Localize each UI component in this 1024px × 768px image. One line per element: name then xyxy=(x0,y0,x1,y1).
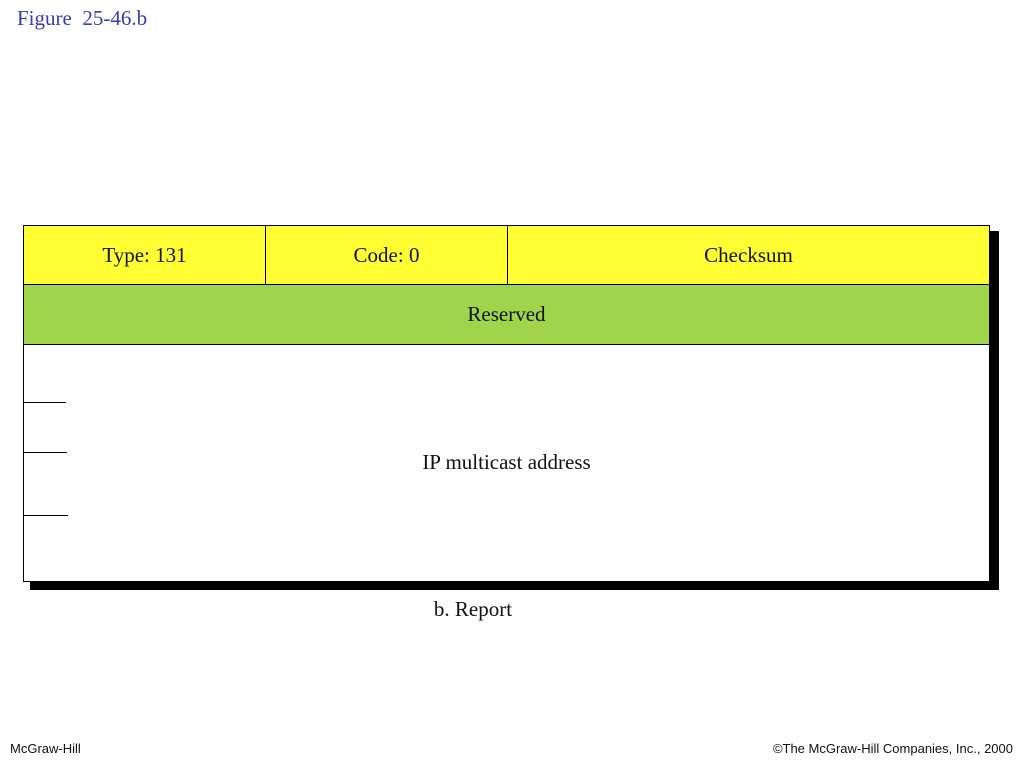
footer-copyright: ©The McGraw-Hill Companies, Inc., 2000 xyxy=(772,741,1013,756)
word-boundary-tick xyxy=(24,452,67,453)
footer-publisher: McGraw-Hill xyxy=(10,741,81,756)
code-field: Code: 0 xyxy=(266,226,508,284)
ip-multicast-address-field: IP multicast address xyxy=(24,345,989,580)
checksum-field: Checksum xyxy=(508,226,989,284)
figure-caption: b. Report xyxy=(433,597,513,621)
packet-format-diagram: Type: 131 Code: 0 Checksum Reserved IP m… xyxy=(23,225,990,582)
word-boundary-tick xyxy=(24,515,68,516)
word-boundary-tick xyxy=(24,402,66,403)
type-field: Type: 131 xyxy=(24,226,266,284)
checksum-field-label: Checksum xyxy=(704,242,793,267)
reserved-field-label: Reserved xyxy=(467,302,546,326)
header-row: Type: 131 Code: 0 Checksum xyxy=(24,226,989,285)
slide-title: Figure 25-46.b xyxy=(17,6,148,30)
reserved-field: Reserved xyxy=(24,285,989,345)
ip-multicast-address-label: IP multicast address xyxy=(422,450,591,474)
code-field-label: Code: 0 xyxy=(353,242,420,267)
type-field-label: Type: 131 xyxy=(102,242,187,267)
